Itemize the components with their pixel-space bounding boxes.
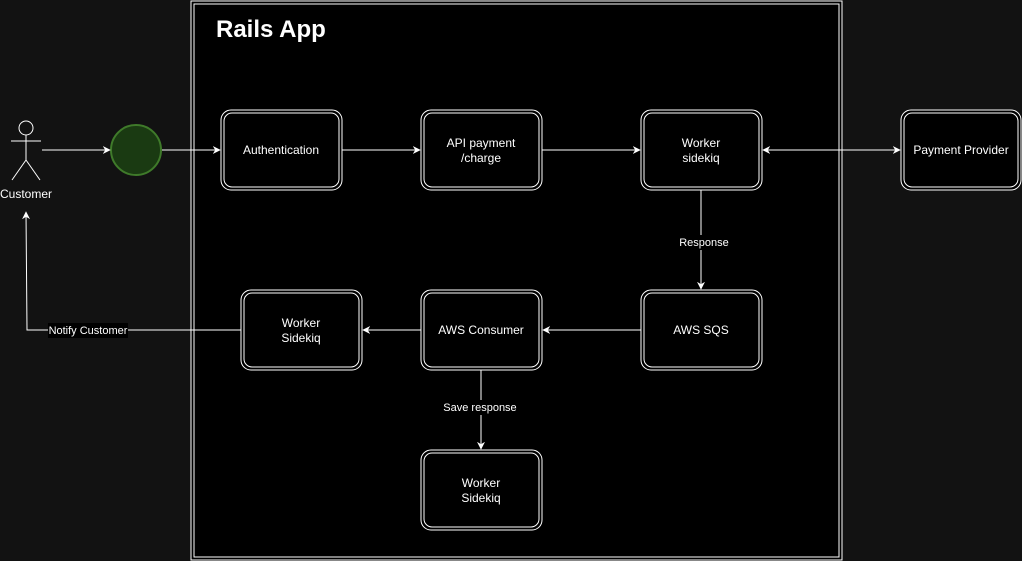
svg-text:API payment: API payment [447, 136, 516, 150]
node-worker-sidekiq-left[interactable]: Worker Sidekiq [240, 289, 363, 371]
node-api-payment-charge[interactable]: API payment /charge [420, 109, 543, 191]
svg-text:Worker: Worker [682, 136, 720, 150]
svg-text:Worker: Worker [462, 476, 500, 490]
svg-text:Worker: Worker [282, 316, 320, 330]
svg-text:Notify Customer: Notify Customer [49, 325, 128, 337]
svg-text:Sidekiq: Sidekiq [281, 331, 320, 345]
edges [22, 146, 901, 450]
customer-label: Customer [0, 187, 52, 201]
svg-text:Sidekiq: Sidekiq [461, 491, 500, 505]
node-authentication[interactable]: Authentication [220, 109, 343, 191]
svg-text:Authentication: Authentication [243, 143, 319, 157]
svg-text:AWS Consumer: AWS Consumer [438, 323, 524, 337]
node-aws-consumer[interactable]: AWS Consumer [420, 289, 543, 371]
edge-label-response: Response [677, 235, 731, 250]
edge-label-notify-customer: Notify Customer [48, 323, 128, 338]
node-worker-sidekiq-top[interactable]: Worker sidekiq [640, 109, 763, 191]
edge-label-save-response: Save response [440, 400, 520, 415]
start-node[interactable] [110, 124, 162, 176]
svg-text:Payment Provider: Payment Provider [913, 143, 1008, 157]
svg-text:AWS SQS: AWS SQS [673, 323, 729, 337]
svg-text:Response: Response [679, 237, 729, 249]
node-payment-provider[interactable]: Payment Provider [900, 109, 1022, 191]
node-worker-sidekiq-bottom[interactable]: Worker Sidekiq [420, 449, 543, 531]
customer-actor-icon[interactable] [11, 120, 41, 181]
svg-text:/charge: /charge [461, 151, 501, 165]
svg-text:sidekiq: sidekiq [682, 151, 719, 165]
edge-worker-left-to-customer [22, 211, 241, 331]
svg-text:Save response: Save response [443, 402, 516, 414]
rails-app-title: Rails App [216, 16, 326, 43]
node-aws-sqs[interactable]: AWS SQS [640, 289, 763, 371]
